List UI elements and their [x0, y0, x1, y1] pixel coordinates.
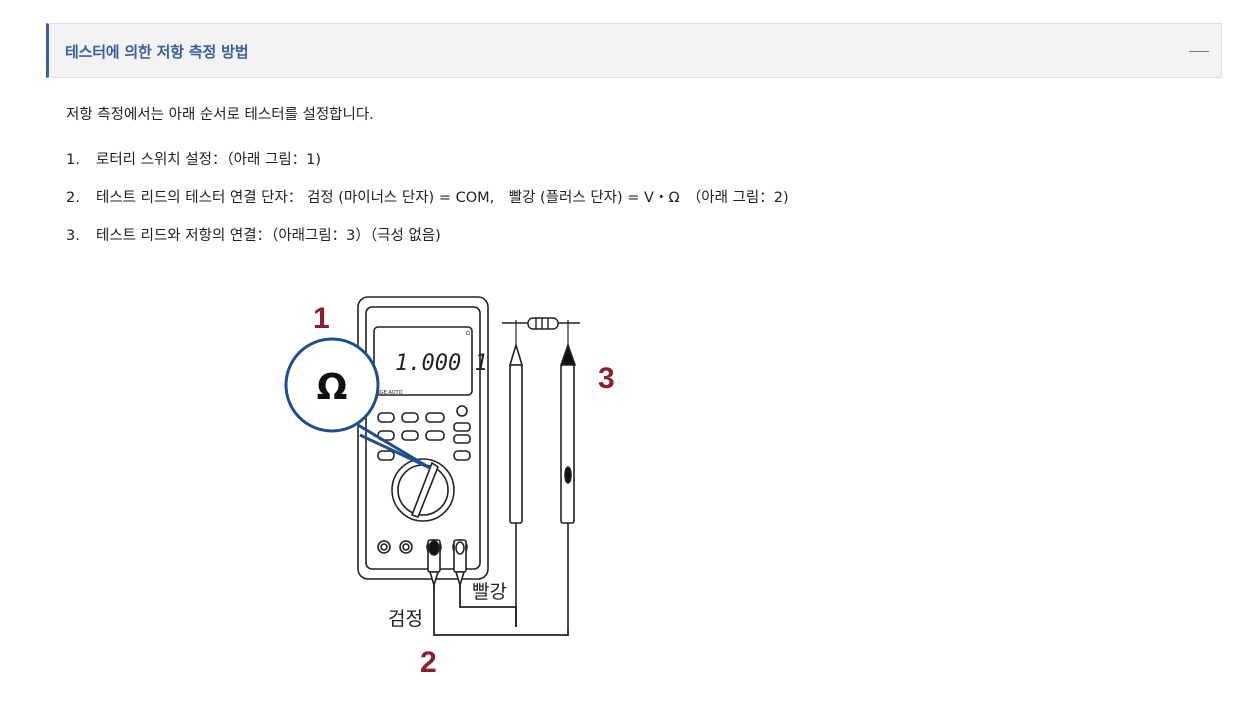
step-number: 1.: [66, 152, 80, 168]
black-lead-label: 검정: [388, 608, 423, 630]
intro-text: 저항 측정에서는 아래 순서로 테스터를 설정합니다.: [66, 107, 374, 123]
ohm-callout-bubble: Ω: [284, 337, 431, 470]
red-lead-wire: [459, 585, 517, 627]
list-item: 1. 로터리 스위치 설정：（아래 그림：1): [66, 150, 789, 188]
test-lead-black: [508, 320, 524, 627]
multimeter-body: [357, 296, 489, 580]
step-text: 테스트 리드와 저항의 연결：（아래그림：3）（극성 없음): [96, 228, 441, 244]
section-title: 테스터에 의한 저항 측정 방법: [65, 43, 249, 61]
step-number: 2.: [66, 190, 80, 206]
step-text: 로터리 스위치 설정：（아래 그림：1): [96, 152, 322, 168]
resistor-icon: [502, 317, 580, 330]
minus-icon[interactable]: [1185, 34, 1213, 66]
list-item: 3. 테스트 리드와 저항의 연결：（아래그림：3）（극성 없음): [66, 226, 789, 264]
test-lead-red: [559, 320, 577, 630]
step-number: 3.: [66, 228, 80, 244]
lcd-unit-label: Ω: [466, 331, 470, 337]
step-list: 1. 로터리 스위치 설정：（아래 그림：1) 2. 테스트 리드의 테스터 연결 …: [66, 150, 789, 264]
step-text: 테스트 리드의 테스터 연결 단자： 검정 (마이너스 단자) = COM, 빨…: [96, 190, 789, 206]
black-lead-wire: [433, 585, 569, 636]
lcd-value: 1.000 1: [395, 351, 488, 376]
plug-red: [453, 539, 467, 588]
list-item: 2. 테스트 리드의 테스터 연결 단자： 검정 (마이너스 단자) = COM,…: [66, 188, 789, 226]
multimeter-illustration: 1.000 1 NGE:AUTO Ω: [284, 296, 615, 679]
callout-2: 2: [420, 646, 437, 679]
ohm-symbol: Ω: [317, 367, 348, 408]
callout-1: 1: [313, 302, 330, 335]
lcd-range-label: NGE:AUTO: [376, 390, 403, 396]
plug-black: [427, 539, 441, 588]
red-lead-label: 빨강: [472, 581, 507, 603]
multimeter-figure: 1.000 1 NGE:AUTO Ω: [280, 285, 640, 685]
accordion-header[interactable]: 테스터에 의한 저항 측정 방법: [46, 23, 1222, 78]
callout-3: 3: [598, 362, 615, 395]
